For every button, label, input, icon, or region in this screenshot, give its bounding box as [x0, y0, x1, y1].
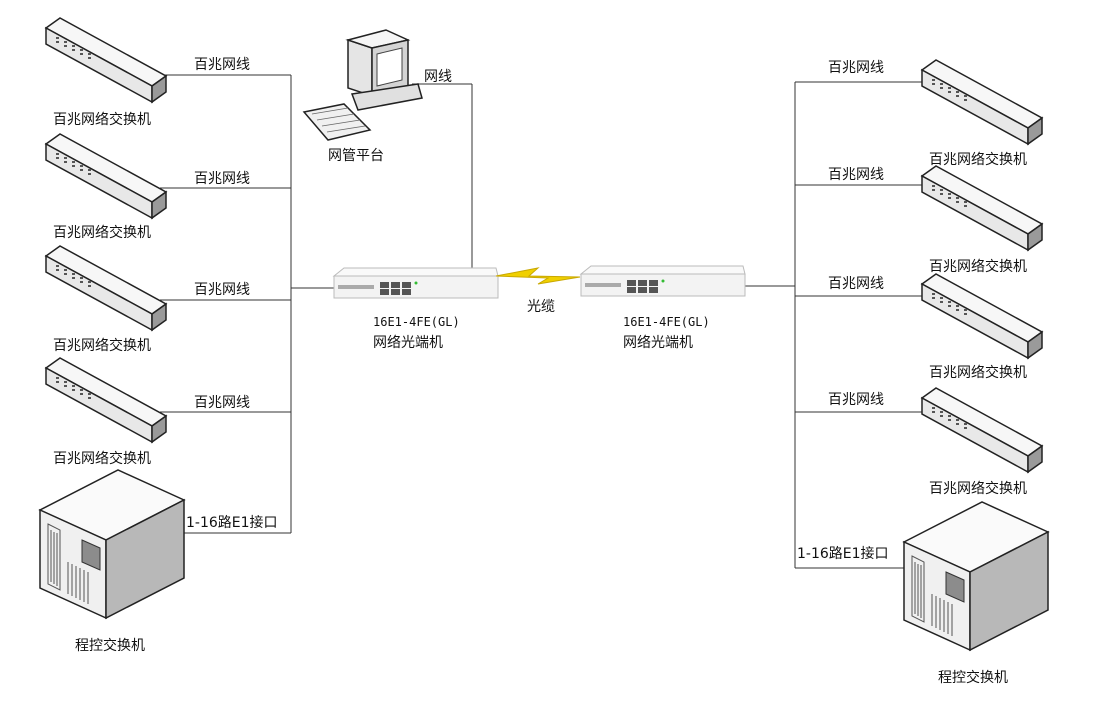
right-switch-1-label: 百兆网络交换机 — [929, 151, 1027, 168]
right-switch-2-label: 百兆网络交换机 — [929, 258, 1027, 275]
left-pbx-label: 程控交换机 — [75, 637, 145, 654]
right-cable-2-label: 百兆网线 — [828, 167, 884, 183]
right-switch-3-label: 百兆网络交换机 — [929, 364, 1027, 381]
right-optical-terminal — [580, 265, 746, 297]
left-switch-4 — [45, 357, 167, 443]
left-switch-3-label: 百兆网络交换机 — [53, 337, 151, 354]
left-switch-1 — [45, 17, 167, 103]
right-terminal-name: 网络光端机 — [623, 335, 693, 351]
right-terminal-model: 16E1-4FE(GL) — [623, 315, 710, 329]
right-cable-3-label: 百兆网线 — [828, 276, 884, 292]
left-cable-3-label: 百兆网线 — [194, 282, 250, 298]
optical-link-bolt-icon — [495, 267, 581, 285]
right-e1-port-label: 1-16路E1接口 — [797, 545, 889, 562]
left-optical-terminal — [333, 267, 499, 299]
left-terminal-name: 网络光端机 — [373, 335, 443, 351]
right-switch-2 — [921, 165, 1043, 251]
right-wiring — [745, 81, 922, 569]
left-terminal-model: 16E1-4FE(GL) — [373, 315, 460, 329]
right-pbx-label: 程控交换机 — [938, 669, 1008, 686]
right-cable-1-label: 百兆网线 — [828, 60, 884, 76]
left-cable-4-label: 百兆网线 — [194, 395, 250, 411]
left-switch-2-label: 百兆网络交换机 — [53, 224, 151, 241]
right-switch-3 — [921, 273, 1043, 359]
right-cable-4-label: 百兆网线 — [828, 392, 884, 408]
right-switch-4 — [921, 387, 1043, 473]
left-wiring — [160, 74, 334, 534]
left-switch-1-label: 百兆网络交换机 — [53, 111, 151, 128]
left-switch-4-label: 百兆网络交换机 — [53, 450, 151, 467]
left-e1-port-label: 1-16路E1接口 — [186, 514, 278, 531]
nms-wiring — [412, 83, 473, 268]
left-switch-3 — [45, 245, 167, 331]
left-pbx — [39, 469, 185, 619]
right-pbx — [903, 501, 1049, 651]
left-switch-2 — [45, 133, 167, 219]
left-cable-2-label: 百兆网线 — [194, 171, 250, 187]
nms-cable-label: 网线 — [424, 69, 452, 85]
left-cable-1-label: 百兆网线 — [194, 57, 250, 73]
optical-cable-label: 光缆 — [527, 299, 555, 315]
nms-computer — [303, 29, 423, 141]
nms-label: 网管平台 — [328, 148, 384, 164]
right-switch-4-label: 百兆网络交换机 — [929, 480, 1027, 497]
right-switch-1 — [921, 59, 1043, 145]
